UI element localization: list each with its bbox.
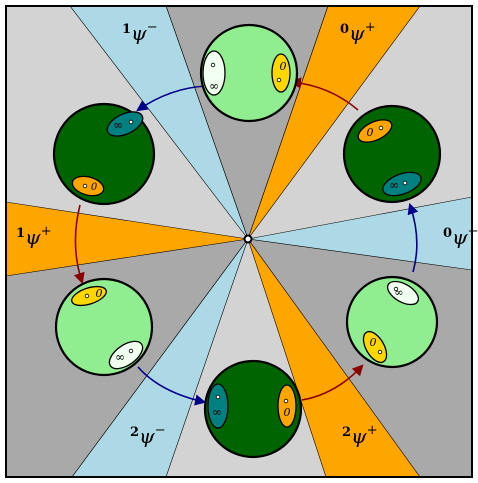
sphere-upper-left-oval-infinity [106, 111, 144, 137]
sphere-lower-right: ∞ 0 [345, 275, 439, 369]
sphere-top-point-infinity [210, 62, 216, 68]
wedge-blue-lower-left [71, 238, 249, 477]
arrow-bottom-to-lower-right [301, 364, 364, 401]
sphere-lower-left: 0 ∞ [54, 277, 154, 377]
wedge-blue-upper-left [69, 6, 249, 240]
label-psi-minus-2: 2ψ− [130, 423, 166, 448]
sector-labels: 1ψ− 0ψ+ 1ψ+ 0ψ− 2ψ− 2ψ+ [16, 20, 478, 448]
sphere-bottom-point-zero [283, 398, 289, 404]
sphere-top-body [199, 23, 299, 123]
label-psi-minus-0-psi: ψ [452, 225, 468, 249]
wedge-orange-left [6, 201, 249, 277]
sphere-upper-left-point-infinity [128, 119, 134, 125]
arrow-upper-right-to-top [289, 77, 359, 111]
label-psi-plus-2-sign: + [367, 423, 378, 438]
arrow-top-to-upper-left [136, 85, 207, 112]
sphere-lower-left-mark-infinity: ∞ [115, 350, 125, 364]
arrow-lower-left-to-bottom [137, 366, 207, 406]
sphere-upper-left-mark-infinity: ∞ [113, 118, 123, 132]
sphere-upper-left-mark-zero: 0 [91, 182, 98, 193]
label-psi-plus-0-sign: + [365, 20, 376, 35]
label-psi-minus-2-index: 2 [130, 425, 139, 440]
sphere-bottom: ∞ 0 [203, 359, 303, 459]
sphere-lower-left-mark-zero: 0 [96, 287, 103, 300]
sphere-bottom-mark-zero: 0 [284, 406, 291, 419]
label-psi-plus-1-index: 1 [16, 226, 25, 241]
sphere-bottom-mark-infinity: ∞ [212, 405, 222, 419]
sphere-upper-right-oval-zero [357, 119, 393, 143]
sphere-upper-left-point-zero [82, 183, 88, 189]
label-psi-plus-1-sign: + [41, 224, 52, 239]
sphere-upper-right-mark-zero: 0 [367, 126, 374, 139]
sphere-top-point-zero [276, 77, 282, 83]
sphere-lower-left-point-infinity [128, 348, 134, 354]
arrows [73, 77, 419, 406]
sphere-top-oval-zero [271, 53, 291, 93]
arrow-lower-right-to-upper-right [407, 202, 419, 273]
sphere-top: ∞ 0 [199, 23, 299, 123]
label-psi-plus-1: 1ψ+ [16, 224, 52, 249]
label-psi-plus-2-index: 2 [342, 425, 351, 440]
label-psi-plus-0-index: 0 [340, 22, 349, 37]
label-psi-plus-2-psi: ψ [351, 424, 367, 448]
frame-border [5, 5, 473, 478]
label-psi-minus-1: 1ψ− [122, 20, 158, 45]
wedge-orange-lower-right [247, 238, 421, 477]
label-psi-minus-0-index: 0 [443, 226, 452, 241]
sphere-lower-left-point-zero [84, 293, 90, 299]
label-psi-minus-1-index: 1 [122, 22, 131, 37]
sphere-bottom-oval-infinity [207, 383, 229, 429]
sphere-upper-right-mark-infinity: ∞ [389, 178, 399, 192]
sphere-lower-right-point-infinity [393, 286, 399, 292]
sphere-upper-left-oval-zero [71, 175, 105, 197]
sphere-top-mark-zero: 0 [280, 60, 287, 73]
sphere-upper-right-point-zero [378, 125, 384, 131]
sphere-bottom-body [203, 359, 303, 459]
sphere-lower-right-mark-zero: 0 [370, 336, 377, 349]
sphere-top-mark-infinity: ∞ [209, 79, 219, 93]
label-psi-minus-1-psi: ψ [131, 21, 147, 45]
sphere-bottom-point-infinity [215, 394, 221, 400]
arrow-upper-left-to-lower-left [73, 204, 85, 285]
wedge-orange-upper-right [247, 6, 421, 240]
label-psi-plus-1-psi: ψ [25, 225, 41, 249]
label-psi-plus-2: 2ψ+ [342, 423, 378, 448]
label-psi-minus-1-sign: − [147, 20, 158, 35]
sphere-bottom-oval-zero [277, 384, 297, 428]
label-psi-plus-0-psi: ψ [349, 21, 365, 45]
sphere-upper-left: ∞ 0 [52, 102, 156, 206]
sphere-lower-right-mark-infinity: ∞ [394, 286, 403, 299]
sphere-lower-right-oval-zero [362, 330, 388, 364]
center-point [243, 234, 253, 244]
sphere-lower-right-point-zero [377, 349, 383, 355]
sphere-upper-right-oval-infinity [382, 171, 422, 197]
sphere-upper-right-point-infinity [402, 180, 408, 186]
label-psi-minus-2-psi: ψ [139, 424, 155, 448]
label-psi-plus-0: 0ψ+ [340, 20, 376, 45]
sphere-lower-left-oval-infinity [108, 340, 144, 370]
sphere-top-oval-infinity [202, 50, 226, 96]
sphere-upper-right: 0 ∞ [342, 104, 442, 204]
label-psi-minus-2-sign: − [155, 423, 166, 438]
label-psi-minus-0-sign: − [468, 224, 478, 239]
label-psi-minus-0: 0ψ− [443, 224, 478, 249]
